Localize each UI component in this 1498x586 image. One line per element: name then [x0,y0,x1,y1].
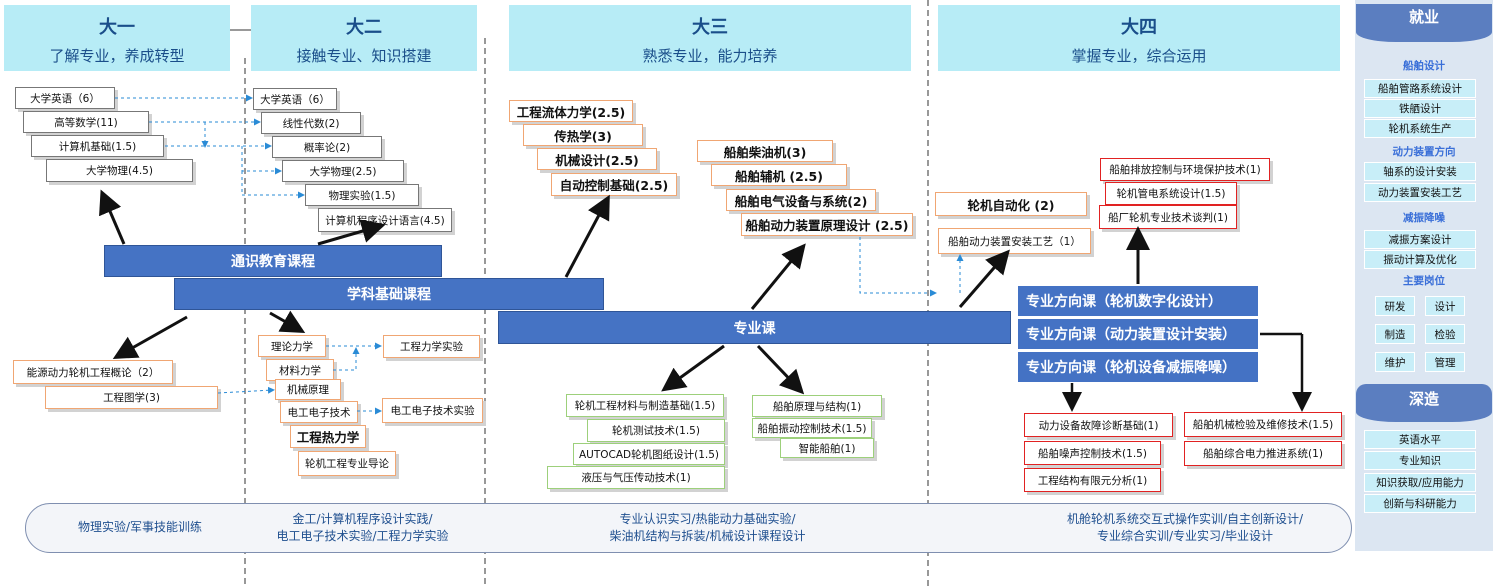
sidebar-item: 动力装置安装工艺 [1364,183,1476,202]
general-education-bar: 通识教育课程 [104,245,442,277]
year1-title: 大一 [99,17,135,38]
course-box: 高等数学(11) [23,111,149,133]
course-box: 工程热力学 [290,425,366,448]
direction-bar: 专业方向课（动力装置设计安装） [1017,318,1259,350]
year3-header: 大三 熟悉专业，能力培养 [509,5,911,71]
course-box: 工程图学(3) [45,386,218,409]
course-box: 工程结构有限元分析(1) [1024,468,1161,492]
course-box: 工程流体力学(2.5) [509,100,633,122]
course-box: 船舶动力装置原理设计 (2.5) [741,213,913,236]
year2-title: 大二 [346,17,382,38]
practice-year4-line2: 专业综合实训/专业实习/毕业设计 [1096,529,1274,543]
course-box: 电工电子技术 [280,401,358,423]
course-box: 大学物理(2.5) [282,160,404,182]
course-box: 概率论(2) [272,136,382,158]
course-box: 船舶噪声控制技术(1.5) [1024,441,1161,465]
direction-bar: 专业方向课（轮机设备减振降噪） [1017,351,1259,383]
course-box: 线性代数(2) [261,112,361,134]
course-box: 船舶辅机 (2.5) [711,164,847,186]
course-box: 大学物理(4.5) [46,159,193,182]
practice-year2-line2: 电工电子技术实验/工程力学实验 [276,529,449,543]
sidebar-item: 船舶管路系统设计 [1364,79,1476,98]
course-box: 船舶电气设备与系统(2) [726,189,876,211]
practice-year1: 物理实验/军事技能训练 [77,520,203,534]
sidebar-category: 主要岗位 [1403,275,1445,287]
year4-header: 大四 掌握专业，综合运用 [938,5,1340,71]
year3-title: 大三 [692,17,728,38]
sidebar-item: 振动计算及优化 [1364,250,1476,269]
year1-subtitle: 了解专业，养成转型 [49,47,185,65]
year1-header: 大一 了解专业，养成转型 [4,5,230,71]
lab-box: 电工电子技术实验 [382,398,483,423]
sidebar-item: 知识获取/应用能力 [1364,473,1476,492]
year2-header: 大二 接触专业、知识搭建 [251,5,477,71]
course-box: 机械原理 [275,379,341,400]
major-course-bar: 专业课 [498,311,1011,344]
course-box: 船舶综合电力推进系统(1) [1184,441,1342,466]
course-box: 轮机工程专业导论 [298,451,396,476]
foundation-course-bar: 学科基础课程 [174,278,604,310]
year3-subtitle: 熟悉专业，能力培养 [642,47,778,65]
course-box: 轮机测试技术(1.5) [587,419,725,442]
sidebar-item: 轮机系统生产 [1364,119,1476,138]
course-box: 理论力学 [258,335,326,357]
course-box: 轮机工程材料与制造基础(1.5) [566,394,724,417]
course-box: 智能船舶(1) [780,438,874,458]
post-item: 设计 [1425,296,1465,316]
employment-header: 就业 [1356,4,1492,42]
course-box: 计算机基础(1.5) [31,135,164,157]
course-box: 船舶机械检验及维修技术(1.5) [1184,412,1342,437]
year4-subtitle: 掌握专业，综合运用 [1071,47,1207,65]
course-box: 船舶柴油机(3) [697,140,833,162]
course-box: 物理实验(1.5) [305,184,419,206]
post-item: 制造 [1375,324,1415,344]
course-box: 大学英语（6） [253,88,337,110]
course-box: 船舶原理与结构(1) [752,395,882,417]
course-box: 能源动力轮机工程概论（2） [13,360,173,384]
course-box: AUTOCAD轮机图纸设计(1.5) [573,443,725,465]
post-item: 研发 [1375,296,1415,316]
lab-box: 工程力学实验 [383,335,480,358]
post-item: 检验 [1425,324,1465,344]
course-box: 轮机管电系统设计(1.5) [1105,182,1237,205]
direction-bar: 专业方向课（轮机数字化设计） [1017,285,1259,317]
sidebar-category: 减振降噪 [1403,212,1445,224]
sidebar-item: 专业知识 [1364,451,1476,470]
course-box: 轮机自动化 (2) [935,192,1087,216]
course-box: 动力设备故障诊断基础(1) [1024,413,1173,437]
course-box: 船舶振动控制技术(1.5) [752,418,872,438]
sidebar-item: 轴系的设计安装 [1364,162,1476,181]
sidebar-item: 减振方案设计 [1364,230,1476,249]
sidebar-item: 铁舾设计 [1364,99,1476,118]
sidebar-item: 英语水平 [1364,430,1476,449]
year2-subtitle: 接触专业、知识搭建 [296,47,432,65]
sidebar-item: 创新与科研能力 [1364,494,1476,513]
course-box: 船舶排放控制与环境保护技术(1) [1100,158,1270,181]
post-item: 管理 [1425,352,1465,372]
practice-year3-line1: 专业认识实习/热能动力基础实验/ [619,512,796,526]
course-box: 大学英语（6） [15,87,115,109]
year4-title: 大四 [1121,17,1157,38]
sidebar-category: 动力装置方向 [1392,146,1456,158]
post-item: 维护 [1375,352,1415,372]
practice-year2-line1: 金工/计算机程序设计实践/ [292,512,433,526]
sidebar-category: 船舶设计 [1403,60,1445,72]
course-box: 船舶动力装置安装工艺（1） [938,228,1091,254]
course-box: 机械设计(2.5) [537,148,657,170]
course-box: 船厂轮机专业技术谈判(1) [1099,205,1237,229]
practice-band [25,503,1352,553]
further-study-header: 深造 [1356,384,1492,422]
course-box: 传热学(3) [523,124,643,146]
course-box: 自动控制基础(2.5) [551,173,677,196]
practice-year3-line2: 柴油机结构与拆装/机械设计课程设计 [609,529,806,543]
practice-year4-line1: 机舱轮机系统交互式操作实训/自主创新设计/ [1066,512,1304,526]
course-box: 液压与气压传动技术(1) [547,466,725,489]
